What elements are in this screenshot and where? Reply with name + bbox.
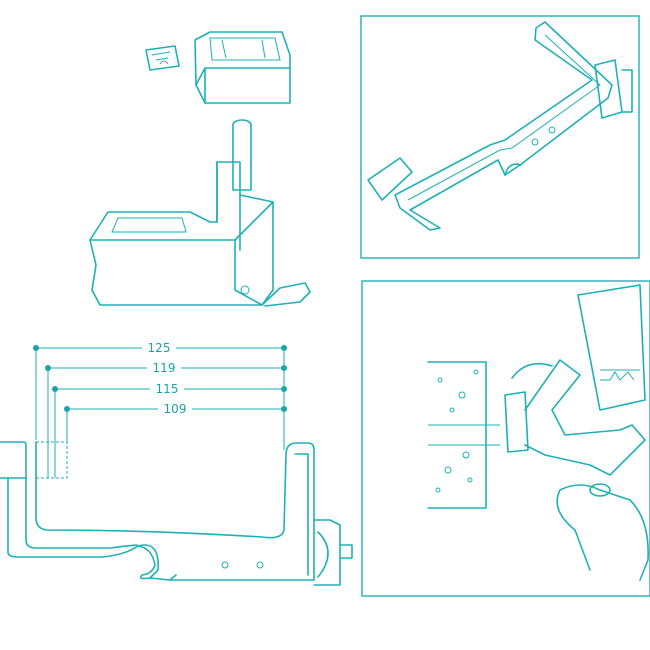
dimension-label-115: 115	[156, 382, 179, 396]
dimension-lines: 125 119 115 109	[33, 341, 287, 478]
dimension-119: 119	[45, 361, 287, 478]
bracket-installed-view	[367, 21, 633, 231]
bracket-side-view	[0, 441, 353, 586]
dimension-label-125: 125	[148, 341, 171, 355]
end-cap-part	[194, 31, 291, 104]
dimension-115: 115	[52, 382, 287, 478]
small-clip-part	[145, 45, 180, 71]
hand-tightening-knob	[556, 483, 649, 581]
dimension-label-119: 119	[153, 361, 176, 375]
dimension-125: 125	[33, 341, 287, 440]
panel-installed-view	[360, 15, 640, 259]
dimension-109: 109	[64, 402, 287, 442]
bracket-base-perspective	[89, 119, 311, 307]
panel-mounting-view	[361, 280, 650, 597]
dimension-label-109: 109	[164, 402, 187, 416]
bracket-mounting-view	[504, 284, 646, 476]
wall-section	[427, 361, 500, 509]
